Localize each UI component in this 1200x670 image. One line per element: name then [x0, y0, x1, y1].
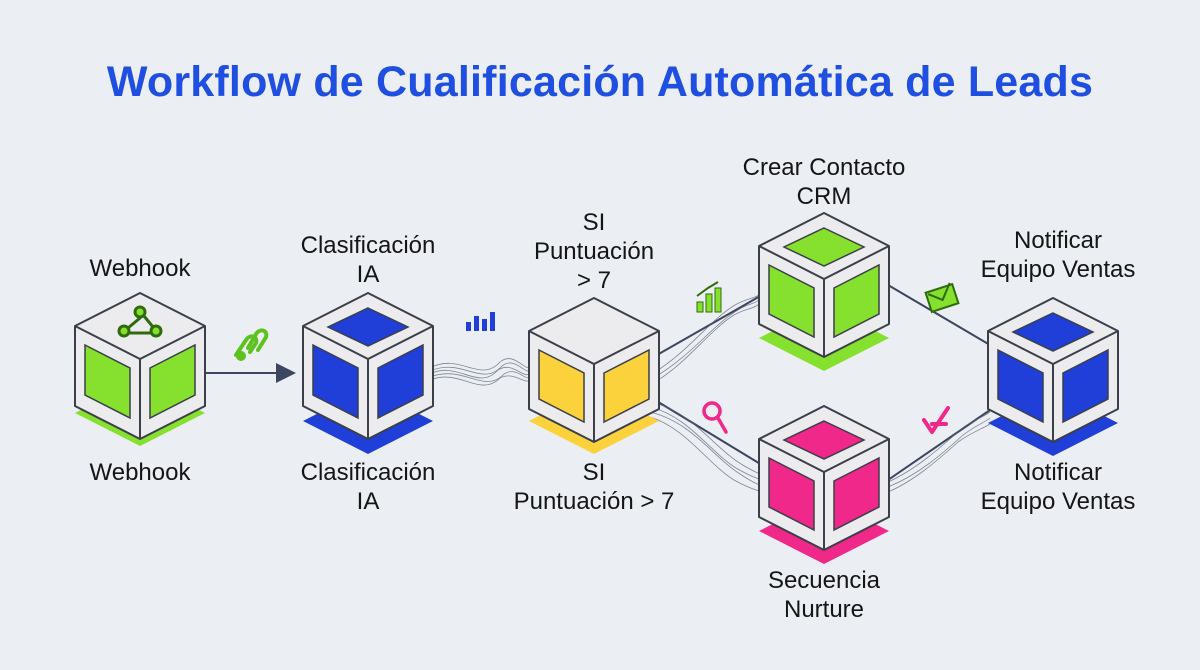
node-webhook[interactable]: [74, 292, 206, 446]
label-text: Nurture: [783, 596, 865, 623]
label-text: SI: [582, 459, 606, 486]
label-text: > 7: [576, 267, 612, 294]
label-text: Puntuación: [533, 238, 655, 265]
label-crm-top: Crear Contacto CRM: [714, 153, 934, 211]
label-text: SI: [582, 209, 606, 236]
label-condicion-bottom: SI Puntuación > 7: [494, 458, 694, 516]
node-crm[interactable]: [758, 212, 890, 371]
growth-chart-icon: [696, 281, 722, 313]
label-notificar-top: Notificar Equipo Ventas: [958, 226, 1158, 284]
link-icon: [234, 328, 269, 361]
label-text: Crear Contacto: [742, 154, 906, 181]
label-text: Equipo Ventas: [980, 488, 1136, 515]
label-webhook-top: Webhook: [60, 254, 220, 283]
label-text: Equipo Ventas: [980, 256, 1136, 283]
search-icon: [702, 401, 728, 434]
label-text: Clasificación: [300, 232, 436, 259]
connector-condicion-to-crm: [656, 294, 763, 356]
label-clasificacion-bottom: Clasificación IA: [278, 458, 458, 516]
connector-condicion-to-nurture: [654, 399, 763, 466]
label-text: Clasificación: [300, 459, 436, 486]
node-condicion[interactable]: [528, 297, 660, 454]
mail-icon: [924, 282, 960, 314]
label-text: IA: [356, 488, 380, 515]
label-text: Notificar: [1013, 227, 1103, 254]
webhook-icon: [117, 305, 163, 338]
label-nurture-bottom: Secuencia Nurture: [734, 566, 914, 624]
node-notificar[interactable]: [987, 297, 1119, 456]
label-text: Notificar: [1013, 459, 1103, 486]
label-text: IA: [356, 261, 380, 288]
label-text: Secuencia: [767, 567, 881, 594]
label-webhook-bottom: Webhook: [60, 458, 220, 487]
node-clasificacion[interactable]: [302, 292, 434, 454]
signal-waves: [429, 291, 991, 493]
label-notificar-bottom: Notificar Equipo Ventas: [958, 458, 1158, 516]
connector-crm-to-notificar: [887, 284, 991, 346]
label-text: Webhook: [89, 255, 191, 282]
bar-chart-icon: [466, 312, 495, 331]
check-icon: [922, 406, 950, 434]
node-nurture[interactable]: [758, 405, 890, 564]
label-text: Puntuación > 7: [513, 488, 675, 515]
label-text: Webhook: [89, 459, 191, 486]
page-title: Workflow de Cualificación Automática de …: [106, 58, 1094, 106]
label-text: CRM: [796, 183, 852, 210]
label-clasificacion-top: Clasificación IA: [278, 231, 458, 289]
label-condicion-top: SI Puntuación > 7: [504, 208, 684, 295]
